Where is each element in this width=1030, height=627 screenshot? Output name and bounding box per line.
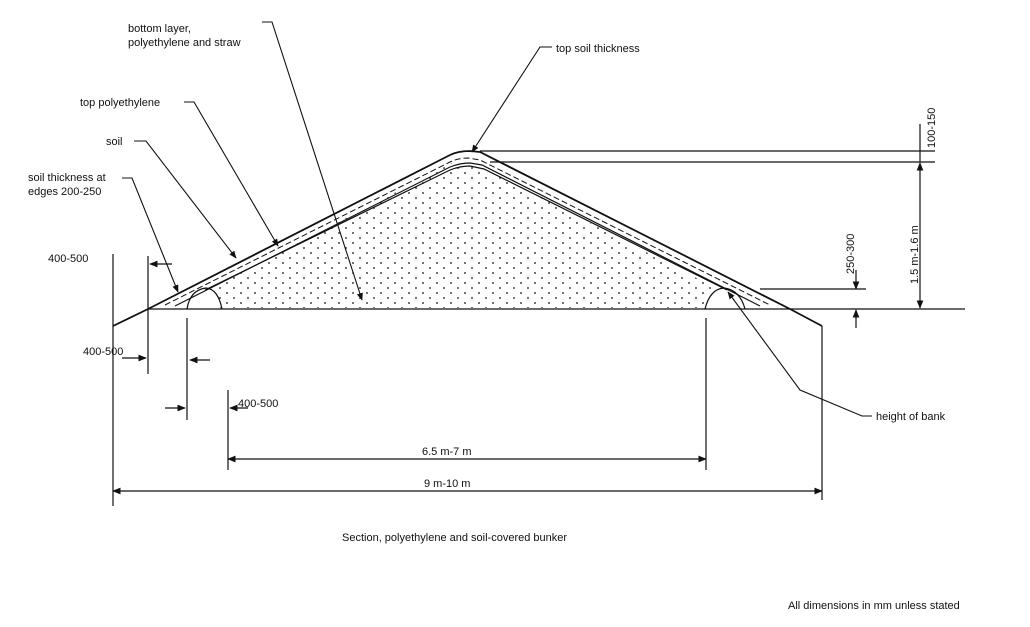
dim-inner-width-label: 6.5 m-7 m: [422, 446, 472, 458]
dim-400-500-low-label: 400-500: [238, 398, 278, 410]
soil-thickness-edges-label-line2: edges 200-250: [28, 186, 101, 198]
bottom-layer-line: [204, 165, 728, 291]
soil-label: soil: [106, 136, 123, 148]
bottom-layer-label-line1: bottom layer,: [128, 23, 191, 35]
dimensions-note: All dimensions in mm unless stated: [788, 600, 960, 612]
dim-100-150-label: 100-150: [926, 108, 938, 148]
right-edge-bank: [704, 287, 746, 310]
diagram-caption: Section, polyethylene and soil-covered b…: [342, 532, 567, 544]
dim-250-300-label: 250-300: [845, 234, 857, 274]
dim-height-label: 1.5 m-1.6 m: [909, 225, 921, 284]
top-polyethylene-layer: [164, 157, 771, 306]
dim-400-500-left-label: 400-500: [48, 253, 88, 265]
soil-thickness-edges-label-line1: soil thickness at: [28, 172, 106, 184]
bunker-contents: [215, 163, 712, 308]
soil-thickness-edges-leader: [122, 177, 179, 293]
soil-leader: [134, 140, 237, 259]
height-of-bank-leader: [727, 291, 872, 417]
bottom-layer-leader: [262, 21, 363, 301]
top-polyethylene-label: top polyethylene: [80, 97, 160, 109]
left-edge-bank: [186, 287, 223, 310]
bottom-layer-label-line2: polyethylene and straw: [128, 37, 241, 49]
top-polyethylene-leader: [184, 101, 279, 247]
dim-outer-width-label: 9 m-10 m: [424, 478, 470, 490]
soil-inner-line: [174, 162, 761, 307]
top-soil-thickness-leader: [471, 46, 552, 153]
height-of-bank-label: height of bank: [876, 411, 946, 423]
dim-400-500-mid-label: 400-500: [83, 346, 123, 358]
top-soil-thickness-label: top soil thickness: [556, 43, 640, 55]
